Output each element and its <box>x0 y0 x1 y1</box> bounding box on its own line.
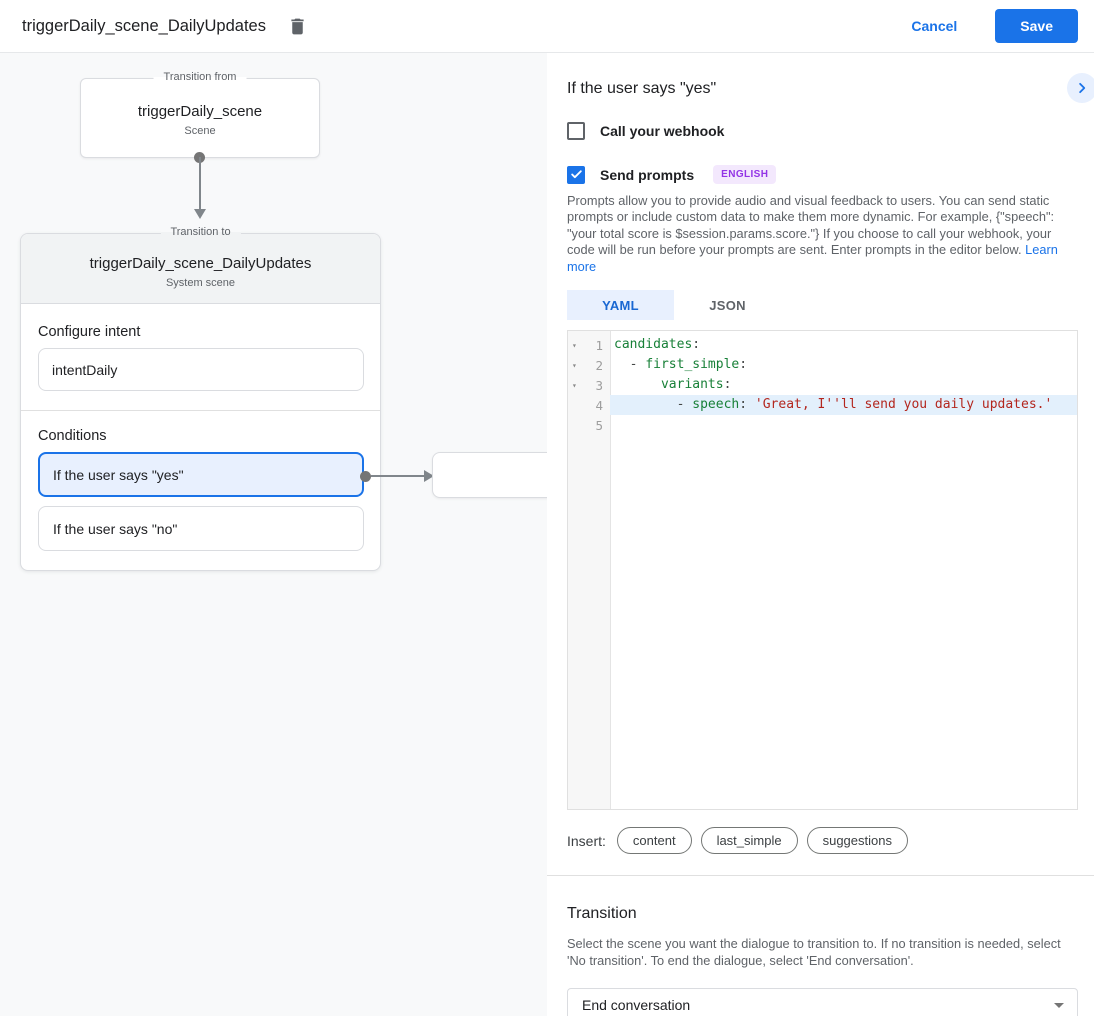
transition-description: Select the scene you want the dialogue t… <box>567 936 1061 968</box>
editor-format-tabs: YAML JSON <box>567 290 1078 321</box>
code-token: - <box>614 357 646 373</box>
transition-select[interactable]: End conversation <box>567 988 1078 1016</box>
gutter-divider <box>610 331 611 810</box>
card-divider <box>21 410 380 411</box>
collapse-panel-button[interactable] <box>1067 73 1094 103</box>
transition-heading: Transition <box>567 905 637 923</box>
condition-item-yes[interactable]: If the user says "yes" <box>38 452 364 497</box>
fold-arrow-icon[interactable]: ▾ <box>572 380 577 390</box>
code-token: : <box>692 337 701 353</box>
insert-row: Insert: content last_simple suggestions <box>567 827 1078 855</box>
line-number: 3 <box>595 377 603 393</box>
line-number: 5 <box>595 417 603 433</box>
arrow-head-down-icon <box>194 209 206 219</box>
code-token: speech <box>692 397 740 413</box>
webhook-checkbox-row: Call your webhook <box>567 122 1078 140</box>
insert-chip-last-simple[interactable]: last_simple <box>700 827 798 855</box>
code-token <box>614 377 661 392</box>
scene-card-header[interactable]: triggerDaily_scene_DailyUpdates System s… <box>21 234 380 304</box>
code-token: : <box>723 377 732 393</box>
conditions-heading: Conditions <box>38 428 107 444</box>
insert-label: Insert: <box>567 832 606 849</box>
line-number: 2 <box>595 357 603 373</box>
webhook-checkbox[interactable] <box>567 122 585 140</box>
chevron-right-icon <box>1073 79 1091 97</box>
save-button[interactable]: Save <box>995 9 1078 43</box>
connector-dot[interactable] <box>360 471 371 482</box>
section-divider <box>547 875 1094 877</box>
code-line-active: 4 - speech: 'Great, I''ll send you daily… <box>568 395 1077 416</box>
transition-select-value: End conversation <box>582 997 691 1014</box>
condition-item-no[interactable]: If the user says "no" <box>38 506 364 551</box>
code-token: - <box>614 397 693 413</box>
delete-scene-button[interactable] <box>286 14 310 38</box>
prompts-description: Prompts allow you to provide audio and v… <box>567 193 1078 275</box>
tab-json[interactable]: JSON <box>709 297 746 313</box>
panel-title: If the user says "yes" <box>567 80 717 97</box>
transition-from-legend: Transition from <box>153 71 247 83</box>
dropdown-caret-icon <box>1054 1002 1064 1008</box>
to-scene-name: triggerDaily_scene_DailyUpdates <box>89 254 312 272</box>
to-scene-type: System scene <box>165 276 236 289</box>
code-line: ▾ 3 variants: <box>568 375 1077 395</box>
arrow-line <box>199 157 201 209</box>
transition-to-legend: Transition to <box>160 226 241 238</box>
code-line: ▾ 1 candidates: <box>568 335 1077 355</box>
fold-arrow-icon[interactable]: ▾ <box>572 340 577 350</box>
webhook-label[interactable]: Call your webhook <box>600 123 725 139</box>
page-title: triggerDaily_scene_DailyUpdates <box>22 16 266 35</box>
prompts-checkbox[interactable] <box>567 165 585 184</box>
language-badge: ENGLISH <box>713 165 777 184</box>
arrow-line <box>371 475 424 477</box>
yaml-code-editor[interactable]: ▾ 1 candidates: ▾ 2 - first_simple: ▾ 3 var… <box>567 330 1078 811</box>
learn-more-link[interactable]: Learn more <box>567 242 1058 274</box>
code-token: first_simple <box>645 357 740 373</box>
transition-target-node[interactable] <box>432 452 547 498</box>
insert-chip-content[interactable]: content <box>616 827 692 855</box>
transition-from-node[interactable]: Transition from triggerDaily_scene Scene <box>80 71 320 158</box>
code-token: variants <box>660 377 724 393</box>
code-line: ▾ 2 - first_simple: <box>568 355 1077 375</box>
transition-to-card: Transition to triggerDaily_scene_DailyUp… <box>20 226 381 571</box>
code-token: candidates <box>614 337 693 353</box>
code-token: : <box>739 357 748 373</box>
code-line: 5 <box>568 415 1077 435</box>
code-token: : <box>739 397 755 413</box>
scene-diagram-canvas: Transition from triggerDaily_scene Scene… <box>0 53 547 1016</box>
condition-label: If the user says "yes" <box>53 466 184 483</box>
checkmark-icon <box>570 168 583 181</box>
prompts-checkbox-row: Send prompts ENGLISH <box>567 165 1078 184</box>
fold-arrow-icon[interactable]: ▾ <box>572 360 577 370</box>
arrow-head-right-icon <box>424 470 434 482</box>
top-bar: triggerDaily_scene_DailyUpdates Cancel S… <box>0 0 1094 53</box>
configure-intent-heading: Configure intent <box>38 324 141 340</box>
trash-icon <box>287 16 308 37</box>
condition-label: If the user says "no" <box>53 520 178 537</box>
line-number: 4 <box>595 397 603 413</box>
cancel-button[interactable]: Cancel <box>903 12 965 40</box>
from-scene-name: triggerDaily_scene <box>137 103 263 120</box>
code-token: 'Great, I''ll send you daily updates.' <box>754 397 1053 413</box>
prompts-label[interactable]: Send prompts <box>600 166 695 183</box>
tab-yaml[interactable]: YAML <box>567 290 674 321</box>
condition-detail-panel: If the user says "yes" Call your webhook… <box>547 53 1094 1016</box>
intent-value: intentDaily <box>52 361 118 378</box>
intent-field[interactable]: intentDaily <box>38 348 364 391</box>
prompts-description-text: Prompts allow you to provide audio and v… <box>567 193 1055 258</box>
line-number: 1 <box>595 337 603 353</box>
insert-chip-suggestions[interactable]: suggestions <box>806 827 908 855</box>
from-scene-type: Scene <box>184 125 216 137</box>
